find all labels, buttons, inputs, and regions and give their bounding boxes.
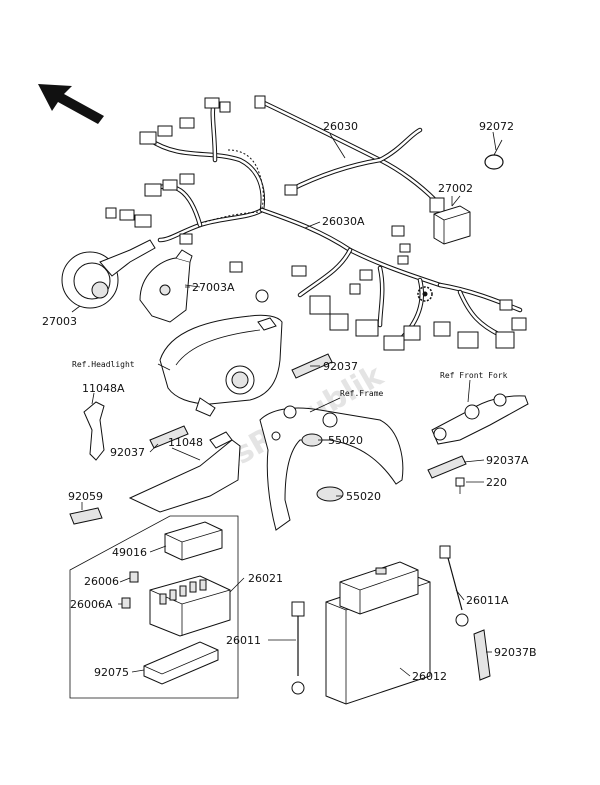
leader-lines [71,131,497,677]
fuse-box-26021 [149,575,231,637]
pad-92059 [69,507,103,525]
ref-front-fork: Ref Front Fork [440,371,508,380]
label-26006A: 26006A [70,598,113,611]
label-92037B: 92037B [494,646,537,659]
screw-220 [455,477,465,494]
cable-26011A [439,545,469,627]
arrow-up-left-icon [38,84,104,124]
fusebox-group-frame [69,515,239,699]
gear-icon [417,286,433,302]
label-26011A: 26011A [466,594,509,607]
horn-27003 [61,239,156,309]
label-26021: 26021 [248,572,283,585]
relay-27002 [433,195,471,245]
label-26030: 26030 [323,120,358,133]
label-26011: 26011 [226,634,261,647]
label-92075: 92075 [94,666,129,679]
label-27002: 27002 [438,182,473,195]
part-labels: 26030 92072 27002 26030A 27003A 27003 Re… [42,120,537,683]
label-11048A: 11048A [82,382,125,395]
label-26012: 26012 [412,670,447,683]
ref-headlight: Ref.Headlight [72,360,135,369]
bracket-11048A [83,401,105,461]
fuse-cover-49016 [164,521,223,561]
label-55020-b: 55020 [346,490,381,503]
label-49016: 49016 [112,546,147,559]
clip-92072 [484,139,504,170]
horn-27003A [139,249,201,323]
label-92037-top: 92037 [323,360,358,373]
cable-26011 [291,601,305,695]
label-11048: 11048 [168,436,203,449]
main-harness [105,95,527,351]
label-26030A: 26030A [322,215,365,228]
label-26006: 26006 [84,575,119,588]
grommet-55020-b [316,486,344,502]
frame [259,405,404,531]
label-27003: 27003 [42,315,77,328]
strip-92037-left [149,425,189,449]
fuse-holder-92075 [143,641,219,685]
label-92037A: 92037A [486,454,529,467]
label-55020-a: 55020 [328,434,363,447]
ref-frame: Ref.Frame [340,389,384,398]
label-27003A: 27003A [192,281,235,294]
fuse-26006 [129,571,139,583]
strip-92037B [473,629,491,681]
front-fork-bracket [431,393,529,445]
label-92072: 92072 [479,120,514,133]
label-220: 220 [486,476,507,489]
label-92059: 92059 [68,490,103,503]
bracket-11048 [128,439,241,513]
fuse-26006A [121,597,131,609]
strip-92037A [427,455,467,479]
label-92037-left: 92037 [110,446,145,459]
headlight-housing [159,314,283,417]
